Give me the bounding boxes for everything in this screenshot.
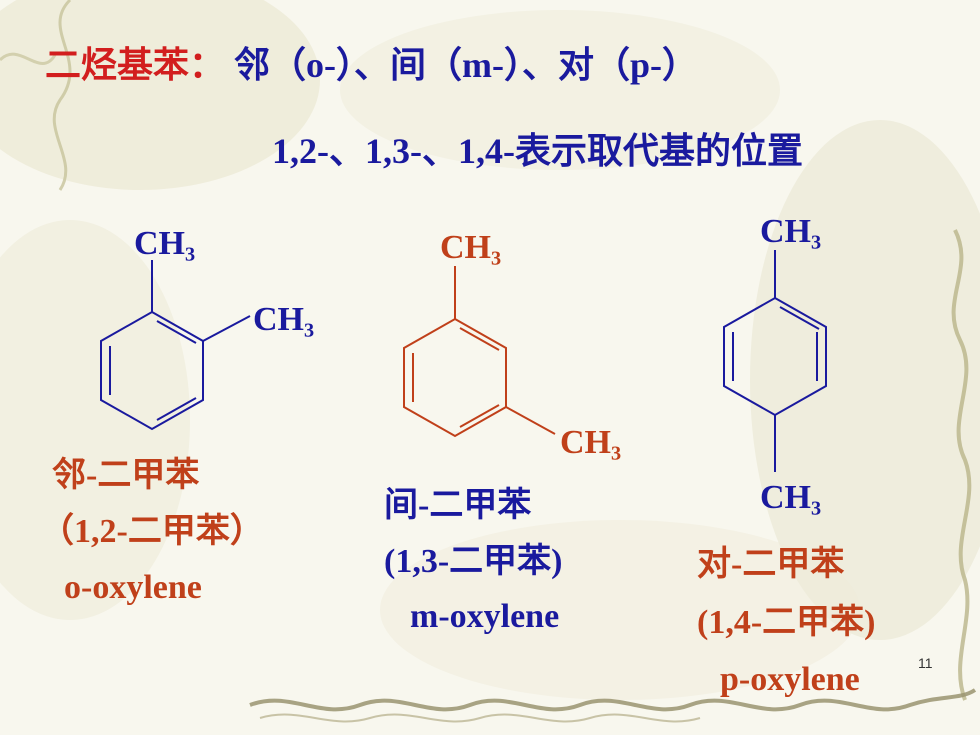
meta-benzene-ring bbox=[403, 317, 507, 438]
meta-double-bond-2 bbox=[459, 404, 500, 428]
ortho-double-bond-3 bbox=[156, 320, 197, 344]
heading-highlight: 二烃基苯： bbox=[45, 45, 226, 85]
para-ch3-top: CH₃ bbox=[760, 213, 821, 250]
ortho-name-num: （1,2-二甲苯） bbox=[40, 513, 264, 550]
heading-rest: 邻（o-）、间（m-）、对（p-） bbox=[234, 45, 698, 85]
ortho-ch3-top: CH₃ bbox=[134, 225, 195, 262]
ortho-xylene-structure bbox=[100, 260, 251, 431]
meta-name-en: m-oxylene bbox=[410, 598, 560, 635]
ortho-name-en: o-oxylene bbox=[64, 569, 202, 606]
para-name-en: p-oxylene bbox=[720, 661, 860, 698]
meta-xylene-structure bbox=[403, 266, 556, 438]
ortho-benzene-ring bbox=[100, 310, 204, 431]
meta-name-cn: 间-二甲苯 bbox=[384, 487, 532, 524]
ortho-ch3-side: CH₃ bbox=[253, 301, 314, 338]
meta-double-bond-3 bbox=[459, 327, 500, 351]
para-benzene-ring bbox=[723, 296, 827, 417]
para-xylene-structure bbox=[723, 250, 827, 472]
meta-methyl-bond-bottom bbox=[505, 406, 556, 435]
ortho-double-bond-2 bbox=[156, 397, 197, 421]
ortho-methyl-bond-side bbox=[202, 315, 251, 342]
para-double-bond-3 bbox=[779, 306, 820, 330]
meta-ch3-bottom: CH₃ bbox=[560, 424, 621, 461]
slide-subline: 1,2-、1,3-、1,4-表示取代基的位置 bbox=[272, 131, 803, 171]
para-ch3-bottom: CH₃ bbox=[760, 479, 821, 516]
para-name-cn: 对-二甲苯 bbox=[697, 546, 845, 583]
ortho-name-cn: 邻-二甲苯 bbox=[52, 457, 200, 494]
meta-ch3-top: CH₃ bbox=[440, 229, 501, 266]
slide-heading: 二烃基苯： 邻（o-）、间（m-）、对（p-） bbox=[45, 36, 698, 88]
page-number: 11 bbox=[918, 655, 933, 671]
meta-name-num: (1,3-二甲苯) bbox=[384, 543, 563, 580]
para-name-num: (1,4-二甲苯) bbox=[697, 604, 876, 641]
